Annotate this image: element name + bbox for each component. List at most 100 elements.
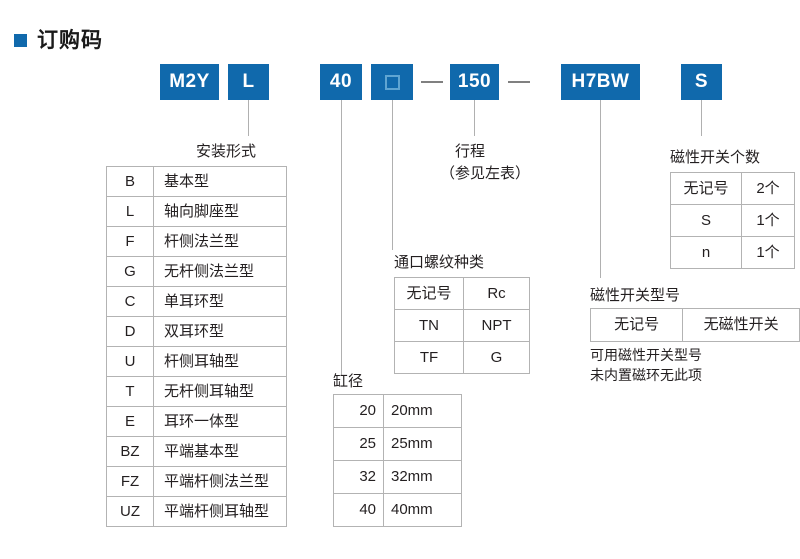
switch-model-note-1: 可用磁性开关型号 (590, 347, 702, 363)
cell-code: 无记号 (394, 277, 464, 310)
code-block-model[interactable]: M2Y (160, 64, 219, 100)
cell-desc: 2个 (741, 172, 795, 205)
connector-line-switch-count (701, 100, 702, 136)
connector-line-stroke (474, 100, 475, 136)
connector-line-mounting (248, 100, 249, 136)
table-row: 无记号无磁性开关 (589, 308, 800, 342)
table-switch-model: 无记号无磁性开关 (589, 308, 800, 342)
page-title-text: 订购码 (37, 29, 103, 52)
caption-stroke-note: （参见左表） (440, 165, 531, 182)
caption-mounting: 安装形式 (196, 143, 257, 160)
cell-code: TF (394, 341, 464, 374)
cell-desc: 40mm (383, 493, 462, 527)
cell-code: G (106, 256, 154, 287)
cell-desc: 平端杆侧耳轴型 (153, 496, 287, 527)
cell-desc: 无杆侧法兰型 (153, 256, 287, 287)
cell-desc: Rc (463, 277, 530, 310)
cell-desc: 轴向脚座型 (153, 196, 287, 227)
cell-desc: 杆侧耳轴型 (153, 346, 287, 377)
code-block-mounting[interactable]: L (228, 64, 269, 100)
cell-code: 40 (333, 493, 384, 527)
cell-code: TN (394, 309, 464, 342)
caption-switch-model: 磁性开关型号 (590, 287, 681, 304)
cell-code: T (106, 376, 154, 407)
separator-dash-2 (508, 81, 530, 83)
cell-desc: 双耳环型 (153, 316, 287, 347)
code-block-port-thread[interactable] (371, 64, 413, 100)
cell-code: n (670, 236, 742, 269)
cell-desc: 无杆侧耳轴型 (153, 376, 287, 407)
cell-desc: G (463, 341, 530, 374)
caption-stroke: 行程 (455, 143, 486, 160)
order-code-row: M2Y L 40 150 H7BW S (0, 64, 800, 100)
cell-code: 25 (333, 427, 384, 461)
cell-code: L (106, 196, 154, 227)
switch-model-note-2: 未内置磁环无此项 (590, 367, 702, 383)
cell-desc: 无磁性开关 (682, 308, 800, 342)
cell-code: C (106, 286, 154, 317)
code-block-switch-count[interactable]: S (681, 64, 722, 100)
cell-code: B (106, 166, 154, 197)
cell-code: UZ (106, 496, 154, 527)
code-block-stroke[interactable]: 150 (450, 64, 499, 100)
cell-desc: 平端杆侧法兰型 (153, 466, 287, 497)
caption-switch-count: 磁性开关个数 (670, 149, 761, 166)
cell-code: 20 (333, 394, 384, 428)
cell-desc: NPT (463, 309, 530, 342)
cell-desc: 单耳环型 (153, 286, 287, 317)
cell-code: FZ (106, 466, 154, 497)
cell-desc: 1个 (741, 204, 795, 237)
cell-desc: 32mm (383, 460, 462, 494)
separator-dash-1 (421, 81, 443, 83)
code-block-switch-model[interactable]: H7BW (561, 64, 640, 100)
cell-desc: 1个 (741, 236, 795, 269)
cell-code: BZ (106, 436, 154, 467)
cell-code: 无记号 (589, 308, 684, 342)
bullet-square-icon (14, 34, 27, 47)
cell-code: 32 (333, 460, 384, 494)
cell-code: 无记号 (670, 172, 742, 205)
cell-desc: 25mm (383, 427, 462, 461)
caption-port-thread: 通口螺纹种类 (394, 254, 485, 271)
cell-code: D (106, 316, 154, 347)
page-title: 订购码 (14, 30, 103, 51)
cell-code: F (106, 226, 154, 257)
cell-desc: 基本型 (153, 166, 287, 197)
cell-desc: 耳环一体型 (153, 406, 287, 437)
connector-line-port-thread (392, 100, 393, 250)
cell-desc: 平端基本型 (153, 436, 287, 467)
connector-line-bore (341, 100, 342, 376)
cell-code: U (106, 346, 154, 377)
caption-bore: 缸径 (333, 373, 364, 390)
cell-desc: 20mm (383, 394, 462, 428)
cell-desc: 杆侧法兰型 (153, 226, 287, 257)
cell-code: S (670, 204, 742, 237)
cell-code: E (106, 406, 154, 437)
code-block-bore[interactable]: 40 (320, 64, 362, 100)
